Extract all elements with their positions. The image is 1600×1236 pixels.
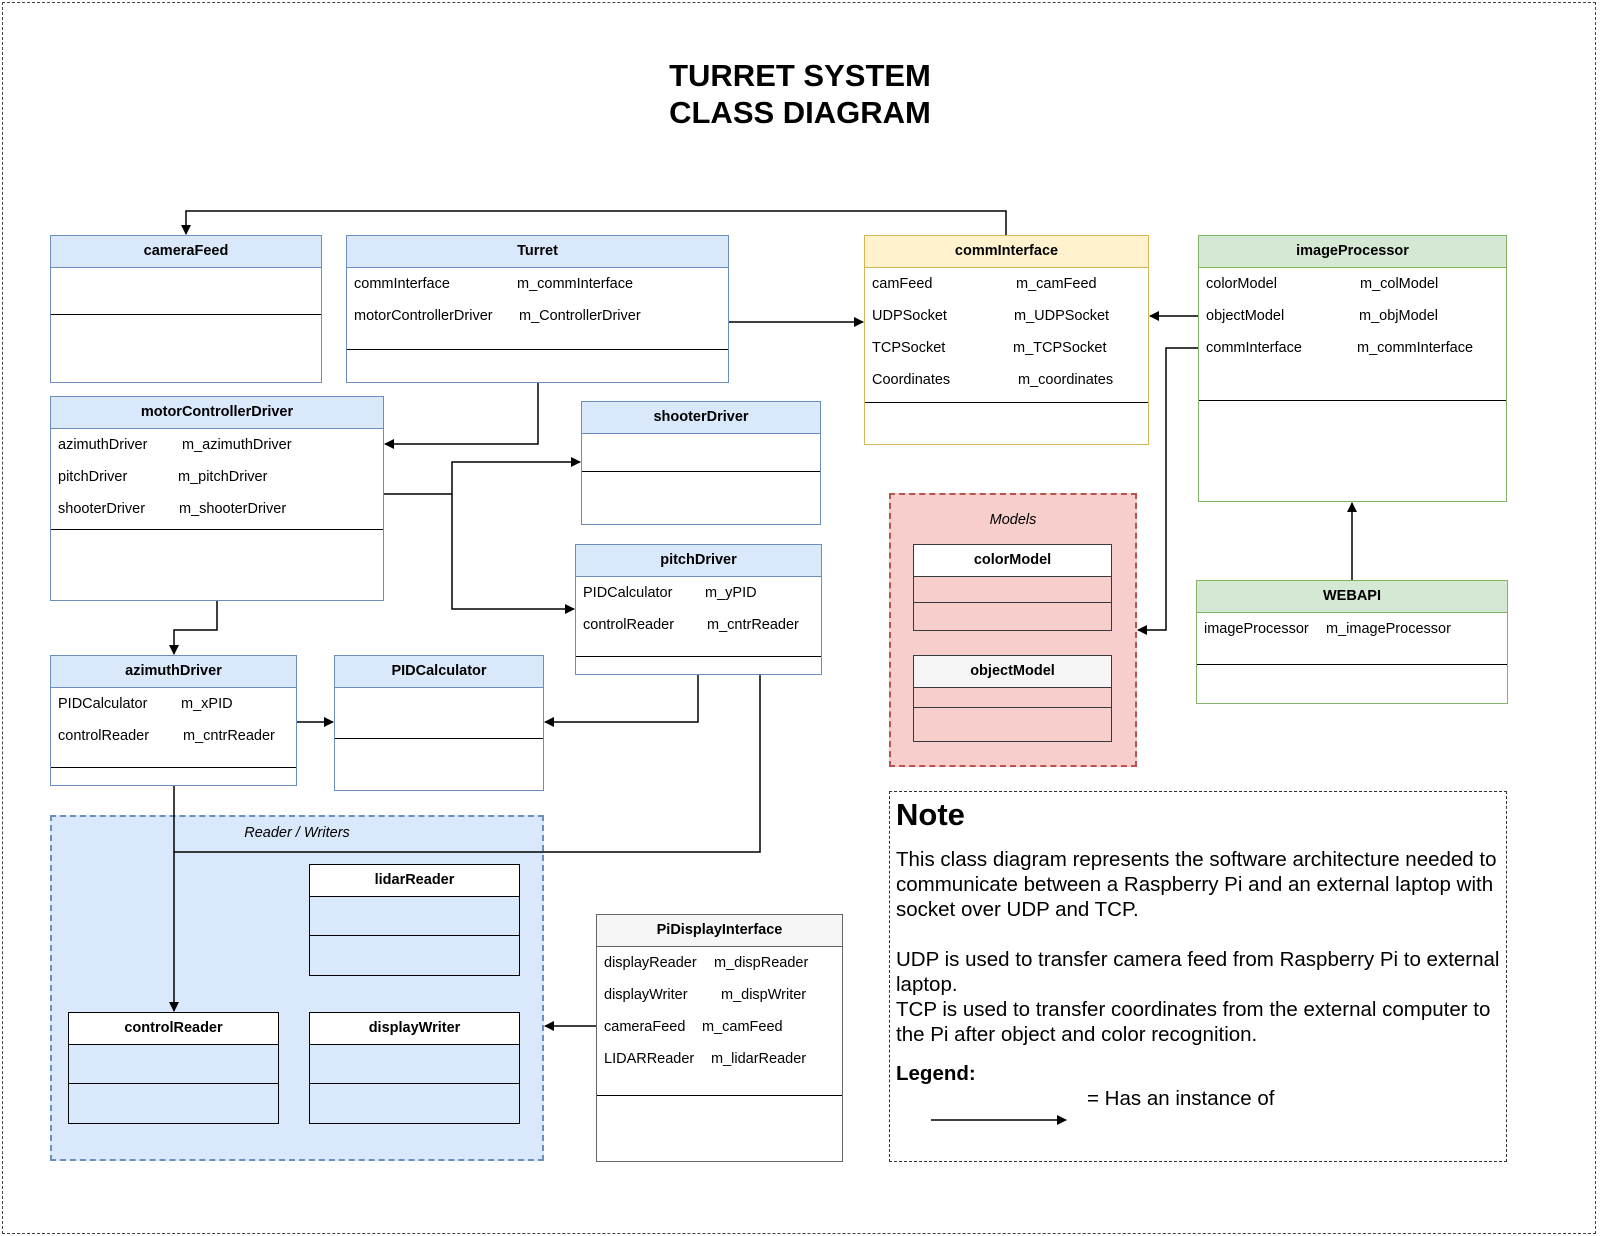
class-divider <box>51 314 321 315</box>
diagram-title: TURRET SYSTEM CLASS DIAGRAM <box>0 57 1600 131</box>
class-name: pitchDriver <box>576 545 821 577</box>
class-name: shooterDriver <box>582 402 820 434</box>
class-name: cameraFeed <box>51 236 321 268</box>
class-objectmodel[interactable]: objectModel <box>913 655 1112 742</box>
class-name: PIDCalculator <box>335 656 543 688</box>
class-shooterdriver[interactable]: shooterDriver <box>581 401 821 525</box>
title-line-2: CLASS DIAGRAM <box>669 95 931 130</box>
models-label: Models <box>989 512 1037 528</box>
class-name: WEBAPI <box>1197 581 1507 613</box>
note-heading: Note <box>896 797 965 832</box>
class-divider <box>914 707 1111 708</box>
class-divider <box>865 402 1148 403</box>
class-divider <box>347 349 728 350</box>
class-name: commInterface <box>865 236 1148 268</box>
class-name: lidarReader <box>310 865 519 897</box>
class-divider <box>582 471 820 472</box>
class-name: displayWriter <box>310 1013 519 1045</box>
note-paragraph: TCP is used to transfer coordinates from… <box>896 998 1491 1046</box>
class-divider <box>69 1083 278 1084</box>
class-divider <box>597 1095 842 1096</box>
class-divider <box>1199 400 1506 401</box>
class-name: controlReader <box>69 1013 278 1045</box>
title-line-1: TURRET SYSTEM <box>669 58 931 93</box>
note-paragraph: UDP is used to transfer camera feed from… <box>896 948 1500 996</box>
class-controlreader[interactable]: controlReader <box>68 1012 279 1124</box>
class-displaywriter[interactable]: displayWriter <box>309 1012 520 1124</box>
class-divider <box>310 1083 519 1084</box>
class-colormodel[interactable]: colorModel <box>913 544 1112 631</box>
class-name: imageProcessor <box>1199 236 1506 268</box>
class-pidcalculator[interactable]: PIDCalculator <box>334 655 544 791</box>
legend-label: Legend: <box>896 1062 976 1085</box>
class-divider <box>51 529 383 530</box>
class-name: colorModel <box>914 545 1111 577</box>
class-camerafeed[interactable]: cameraFeed <box>50 235 322 383</box>
class-divider <box>1197 664 1507 665</box>
class-divider <box>914 602 1111 603</box>
note-box: Note This class diagram represents the s… <box>889 791 1507 1162</box>
class-divider <box>576 656 821 657</box>
class-name: motorControllerDriver <box>51 397 383 429</box>
class-divider <box>335 738 543 739</box>
class-name: objectModel <box>914 656 1111 688</box>
class-name: azimuthDriver <box>51 656 296 688</box>
class-name: PiDisplayInterface <box>597 915 842 947</box>
class-lidarreader[interactable]: lidarReader <box>309 864 520 976</box>
class-divider <box>51 767 296 768</box>
class-name: Turret <box>347 236 728 268</box>
class-divider <box>310 935 519 936</box>
legend-text: = Has an instance of <box>1087 1087 1275 1110</box>
reader-writers-label: Reader / Writers <box>244 825 350 841</box>
note-paragraph: This class diagram represents the softwa… <box>896 848 1497 921</box>
legend-row: = Has an instance of <box>896 1086 1500 1116</box>
